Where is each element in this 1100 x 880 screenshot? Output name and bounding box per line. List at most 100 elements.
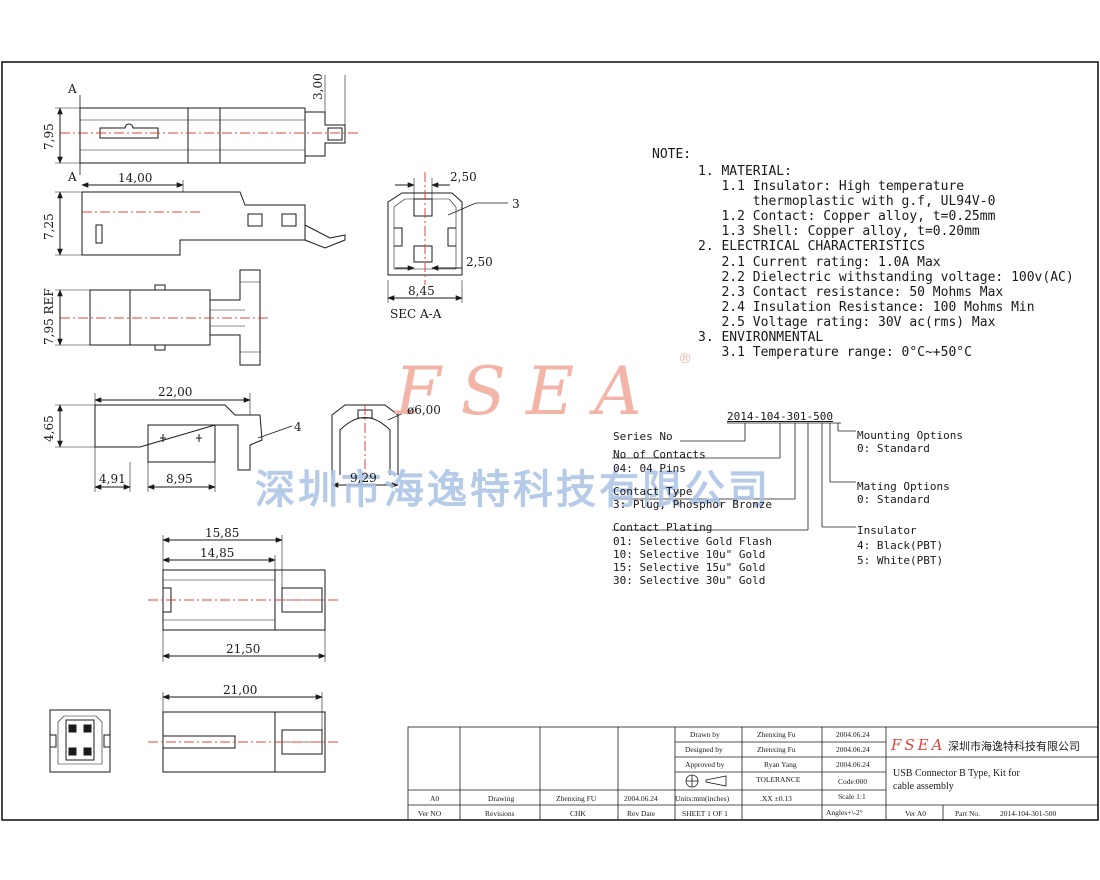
dim-section-bottom: 2,50 — [466, 255, 493, 269]
sheet-value: SHEET 1 OF 1 — [682, 809, 728, 818]
side-view — [55, 180, 346, 256]
assembly-view — [148, 692, 340, 773]
designed-name: Zhenxing Fu — [757, 745, 796, 754]
rev-ver: A0 — [430, 794, 440, 803]
part-number-leaders — [612, 422, 856, 531]
pn-plating-15: 15: Selective 15u" Gold — [613, 561, 766, 574]
notes-heading: NOTE: — [652, 147, 692, 162]
note-line: 2.3 Contact resistance: 50 Mohms Max — [698, 284, 1004, 300]
title-logo: FSEA — [891, 736, 946, 754]
note-line: 1.3 Shell: Copper alloy, t=0.20mm — [698, 224, 980, 240]
title-company: 深圳市海逸特科技有限公司 — [948, 740, 1080, 753]
pn-insulator-white: 5: White(PBT) — [857, 554, 944, 567]
code-value: Code:000 — [838, 777, 868, 786]
approved-label: Approved by — [685, 760, 725, 769]
units-label: Units:mm(inches) — [675, 794, 730, 803]
watermark-company: 深圳市海逸特科技有限公司 — [255, 466, 771, 513]
title-block-grid — [407, 726, 1099, 821]
part-no-value: 2014-104-301-500 — [1000, 809, 1057, 818]
dim-pin: 3,00 — [311, 73, 325, 100]
dim-contact-width: 8,95 — [166, 472, 193, 486]
dim-section-top: 2,50 — [450, 170, 477, 184]
note-line: 2.4 Insulation Resistance: 100 Mohms Min — [698, 299, 1035, 315]
section-mark-top: A — [67, 82, 77, 96]
dim-kit-a: 15,85 — [205, 526, 239, 540]
end-view — [49, 709, 111, 773]
kit-view — [148, 535, 340, 662]
pn-insulator-black: 4: Black(PBT) — [857, 539, 944, 552]
designed-label: Designed by — [685, 745, 723, 754]
dim-contact-offset: 4,91 — [99, 472, 126, 486]
pn-plating-01: 01: Selective Gold Flash — [613, 535, 772, 548]
pn-insulator: Insulator — [857, 524, 917, 537]
shell-end-view — [331, 404, 411, 488]
note-line: 2.5 Voltage rating: 30V ac(rms) Max — [698, 314, 996, 330]
dim-bottom-ref: 7,95 REF — [42, 288, 56, 345]
dim-side-length: 14,00 — [118, 171, 152, 185]
scale-value: Scale 1:1 — [838, 792, 866, 801]
bottom-view — [55, 269, 270, 366]
rev-header-ver: Ver NO — [418, 809, 442, 818]
pn-mounting-value: 0: Standard — [857, 442, 930, 455]
angles-value: Angles+\-2° — [826, 808, 863, 817]
pn-contacts-value: 04: 04 Pins — [613, 462, 686, 475]
note-line: 3. ENVIRONMENTAL — [698, 330, 824, 346]
tolerance-label: TOLERANCE — [756, 775, 801, 784]
callout-4: 4 — [294, 420, 302, 434]
dim-contact-length: 22,00 — [158, 385, 192, 399]
part-no-label: Part No. — [955, 809, 980, 818]
approved-name: Ryan Yang — [764, 760, 797, 769]
pn-no-of-contacts: No of Contacts — [613, 448, 706, 461]
dim-top-height: 7,95 — [42, 123, 56, 150]
note-line: 2.2 Dielectric withstanding voltage: 100… — [698, 269, 1074, 285]
note-line: thermoplastic with g.f, UL94V-0 — [698, 194, 996, 210]
rev-desc: Drawing — [488, 794, 515, 803]
pn-contact-type-value: 3: Plug, Phosphor Bronze — [613, 498, 772, 511]
pn-series-no: Series No — [613, 430, 673, 443]
rev-header-date: Rev Date — [627, 809, 656, 818]
dim-shell-width: 9,29 — [350, 471, 377, 485]
section-a-a — [387, 172, 508, 303]
note-line: 3.1 Temperature range: 0°C~+50°C — [698, 345, 972, 361]
note-line: 2.1 Current rating: 1.0A Max — [698, 254, 941, 270]
approved-date: 2004.06.24 — [836, 760, 870, 769]
part-number-code: 2014-104-301-500 — [727, 410, 833, 423]
designed-date: 2004.06.24 — [836, 745, 870, 754]
callout-3: 3 — [512, 197, 520, 211]
pn-plating-10: 10: Selective 10u" Gold — [613, 548, 766, 561]
drawn-date: 2004.06.24 — [836, 730, 870, 739]
dim-contact-height: 4,65 — [42, 415, 56, 442]
pn-mounting-options: Mounting Options — [857, 429, 963, 442]
note-line: 1. MATERIAL: — [698, 164, 792, 179]
pn-contact-plating: Contact Plating — [613, 521, 713, 534]
pn-contact-type: Contact Type — [613, 485, 693, 498]
section-mark-bottom: A — [67, 170, 77, 184]
rev-header-desc: Revisions — [485, 809, 515, 818]
notes-list: 1. MATERIAL: 1.1 Insulator: High tempera… — [698, 164, 1074, 360]
watermark: FSEA ® 深圳市海逸特科技有限公司 — [255, 351, 771, 513]
dim-assembly-a: 21,00 — [223, 683, 257, 697]
drawing-title-line1: USB Connector B Type, Kit for — [893, 768, 1020, 779]
drawing-title-line2: cable assembly — [893, 781, 954, 792]
rev-by: Zhenxing FU — [556, 794, 597, 803]
title-ver: Ver A0 — [905, 809, 927, 818]
pn-mating-value: 0: Standard — [857, 493, 930, 506]
note-line: 2. ELECTRICAL CHARACTERISTICS — [698, 239, 925, 255]
top-view — [55, 75, 360, 175]
dim-kit-b: 14,85 — [200, 546, 234, 560]
rev-date: 2004.06.24 — [624, 794, 658, 803]
dim-section-width: 8,45 — [408, 284, 435, 298]
pn-plating-30: 30: Selective 30u" Gold — [613, 574, 766, 587]
watermark-registered: ® — [678, 351, 692, 367]
section-label: SEC A-A — [390, 307, 442, 321]
note-line: 1.1 Insulator: High temperature — [698, 179, 965, 195]
contact-view — [55, 393, 293, 492]
pn-mating-options: Mating Options — [857, 480, 950, 493]
dim-side-height: 7,25 — [42, 213, 56, 240]
drawn-label: Drawn by — [690, 730, 720, 739]
note-line: 1.2 Contact: Copper alloy, t=0.25mm — [698, 209, 996, 225]
watermark-logo: FSEA — [394, 353, 662, 430]
rev-header-by: CHK — [570, 809, 586, 818]
dim-kit-c: 21,50 — [226, 642, 260, 656]
